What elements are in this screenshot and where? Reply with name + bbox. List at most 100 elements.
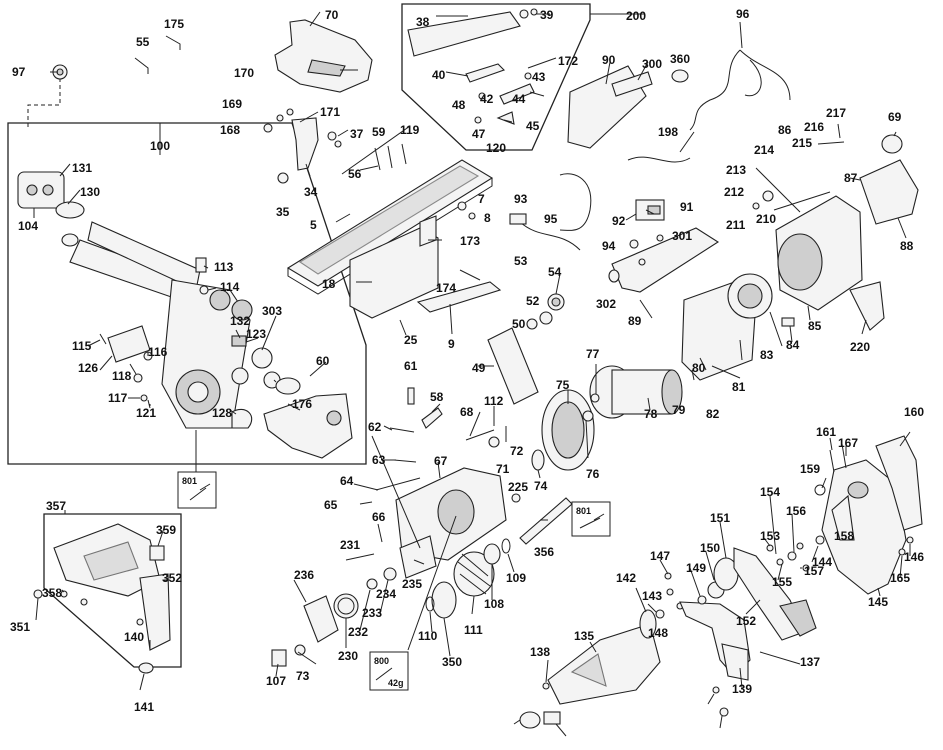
callout-label-352: 352 <box>162 571 182 585</box>
part-40 <box>465 63 506 83</box>
callout-label-95: 95 <box>544 212 558 226</box>
part-175 <box>165 35 181 50</box>
callout-label-301: 301 <box>672 229 692 243</box>
svg-text:800: 800 <box>374 656 389 666</box>
callout-label-84: 84 <box>786 338 800 352</box>
part-61 <box>407 387 415 405</box>
callout-label-112: 112 <box>484 394 504 408</box>
assembly-100-outline <box>7 122 367 465</box>
part-167 <box>815 535 825 545</box>
part-356 <box>149 545 165 561</box>
part-168-169-170 <box>263 108 294 133</box>
callout-label-215: 215 <box>792 136 812 150</box>
callout-label-359: 359 <box>156 523 176 537</box>
part-5-table-top <box>286 159 494 295</box>
callout-label-79: 79 <box>672 403 686 417</box>
callout-label-56: 56 <box>348 167 362 181</box>
callout-label-94: 94 <box>602 239 616 253</box>
callout-label-47: 47 <box>472 127 486 141</box>
part-104-bracket <box>17 171 65 209</box>
part-165 <box>721 643 749 681</box>
callout-label-52: 52 <box>526 294 540 308</box>
part-34-bracket <box>291 117 319 171</box>
callout-label-168: 168 <box>220 123 240 137</box>
callout-label-83: 83 <box>760 348 774 362</box>
callout-label-119: 119 <box>400 123 420 137</box>
callout-label-211: 211 <box>726 218 746 232</box>
callout-label-176: 176 <box>292 397 312 411</box>
part-357-358 <box>136 573 171 651</box>
part-88-fan-cover <box>859 159 919 225</box>
part-78-rotor <box>589 365 683 419</box>
part-150-arm <box>733 547 817 641</box>
callout-label-100: 100 <box>150 139 170 153</box>
badge-801-left: 801 <box>177 471 217 509</box>
callout-label-140: 140 <box>124 630 144 644</box>
callout-label-107: 107 <box>266 674 286 688</box>
badge-801-right: 801 <box>571 501 611 537</box>
callout-label-146: 146 <box>904 550 924 564</box>
part-225 <box>511 493 521 503</box>
callout-label-93: 93 <box>514 192 528 206</box>
svg-text:801: 801 <box>576 506 591 516</box>
callout-label-212: 212 <box>724 185 744 199</box>
part-302 <box>608 269 620 283</box>
callout-label-214: 214 <box>754 143 774 157</box>
part-151-155 <box>766 542 810 572</box>
callout-label-217: 217 <box>826 106 846 120</box>
part-161-cover <box>875 435 923 531</box>
callout-label-234: 234 <box>376 587 396 601</box>
callout-label-64: 64 <box>340 474 354 488</box>
callout-label-113: 113 <box>214 260 234 274</box>
callout-label-9: 9 <box>448 337 455 351</box>
callout-label-44: 44 <box>512 92 526 106</box>
part-70-blade-guard-top <box>274 19 373 93</box>
callout-label-50: 50 <box>512 317 526 331</box>
callout-label-350: 350 <box>442 655 462 669</box>
callout-label-110: 110 <box>418 629 438 643</box>
callout-label-149: 149 <box>686 561 706 575</box>
callout-label-121: 121 <box>136 406 156 420</box>
callout-label-42: 42 <box>480 92 494 106</box>
part-93-95-cord <box>509 173 592 251</box>
part-198-wire <box>627 156 691 163</box>
callout-label-45: 45 <box>526 119 540 133</box>
part-137-138-135 <box>519 682 561 729</box>
callout-label-137: 137 <box>800 655 820 669</box>
part-176-lever <box>263 393 353 459</box>
part-144-145 <box>712 536 914 717</box>
callout-label-230: 230 <box>338 649 358 663</box>
callout-label-303: 303 <box>262 304 282 318</box>
dashed-link-97 <box>27 78 61 128</box>
part-37 <box>327 131 342 148</box>
callout-label-54: 54 <box>548 265 562 279</box>
callout-label-155: 155 <box>772 575 792 589</box>
part-68-71-72-112 <box>465 414 507 448</box>
callout-label-300: 300 <box>642 57 662 71</box>
callout-label-78: 78 <box>644 407 658 421</box>
part-38-panel <box>407 11 521 57</box>
callout-label-351: 351 <box>10 620 30 634</box>
callout-label-139: 139 <box>732 682 752 696</box>
callout-label-87: 87 <box>844 171 858 185</box>
callout-label-131: 131 <box>72 161 92 175</box>
callout-label-68: 68 <box>460 405 474 419</box>
callout-label-360: 360 <box>670 52 690 66</box>
callout-label-157: 157 <box>804 564 824 578</box>
callout-label-8: 8 <box>484 211 491 225</box>
part-351 <box>138 662 154 674</box>
callout-label-86: 86 <box>778 123 792 137</box>
part-113-114 <box>195 257 209 295</box>
callout-label-232: 232 <box>348 625 368 639</box>
callout-label-80: 80 <box>692 361 706 375</box>
callout-label-37: 37 <box>350 127 364 141</box>
part-128 <box>231 408 253 429</box>
callout-label-58: 58 <box>430 390 444 404</box>
callout-label-62: 62 <box>368 420 382 434</box>
callout-label-151: 151 <box>710 511 730 525</box>
callout-label-160: 160 <box>904 405 924 419</box>
callout-label-81: 81 <box>732 380 746 394</box>
callout-label-60: 60 <box>316 354 330 368</box>
callout-label-61: 61 <box>404 359 418 373</box>
